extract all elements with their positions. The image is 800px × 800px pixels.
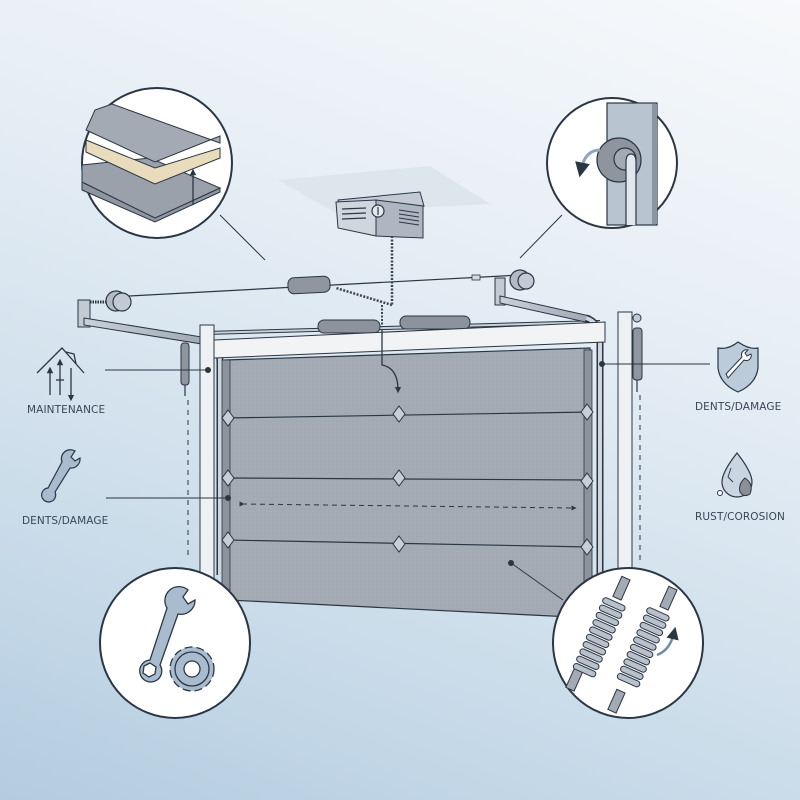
right-jamb <box>617 311 633 581</box>
garage-door <box>221 330 594 619</box>
house-arrows-icon <box>36 347 85 402</box>
label-dents-damage-right: DENTS/DAMAGE <box>695 401 782 413</box>
callout-springs <box>552 567 704 719</box>
label-maintenance: MAINTENANCE <box>27 404 106 416</box>
wrench-icon <box>139 586 196 683</box>
label-rust-corrosion: RUST/COROSION <box>695 511 785 523</box>
label-dents-damage-left: DENTS/DAMAGE <box>22 515 109 527</box>
callout-wrench-gear <box>99 567 251 719</box>
header-frame <box>213 321 606 359</box>
garage-opener-motor <box>335 191 425 239</box>
left-jamb <box>199 324 215 581</box>
wrench-icon-left <box>41 449 81 503</box>
callout-roller <box>546 97 678 229</box>
ceiling-plate <box>278 166 490 212</box>
torsion-spring-right <box>399 315 471 330</box>
callout-panel-layers <box>81 87 233 239</box>
gear-icon <box>169 646 215 692</box>
water-drop-icon <box>717 452 753 498</box>
left-track <box>77 290 224 575</box>
torsion-spring-left <box>317 319 381 334</box>
shield-wrench-icon <box>717 341 759 393</box>
